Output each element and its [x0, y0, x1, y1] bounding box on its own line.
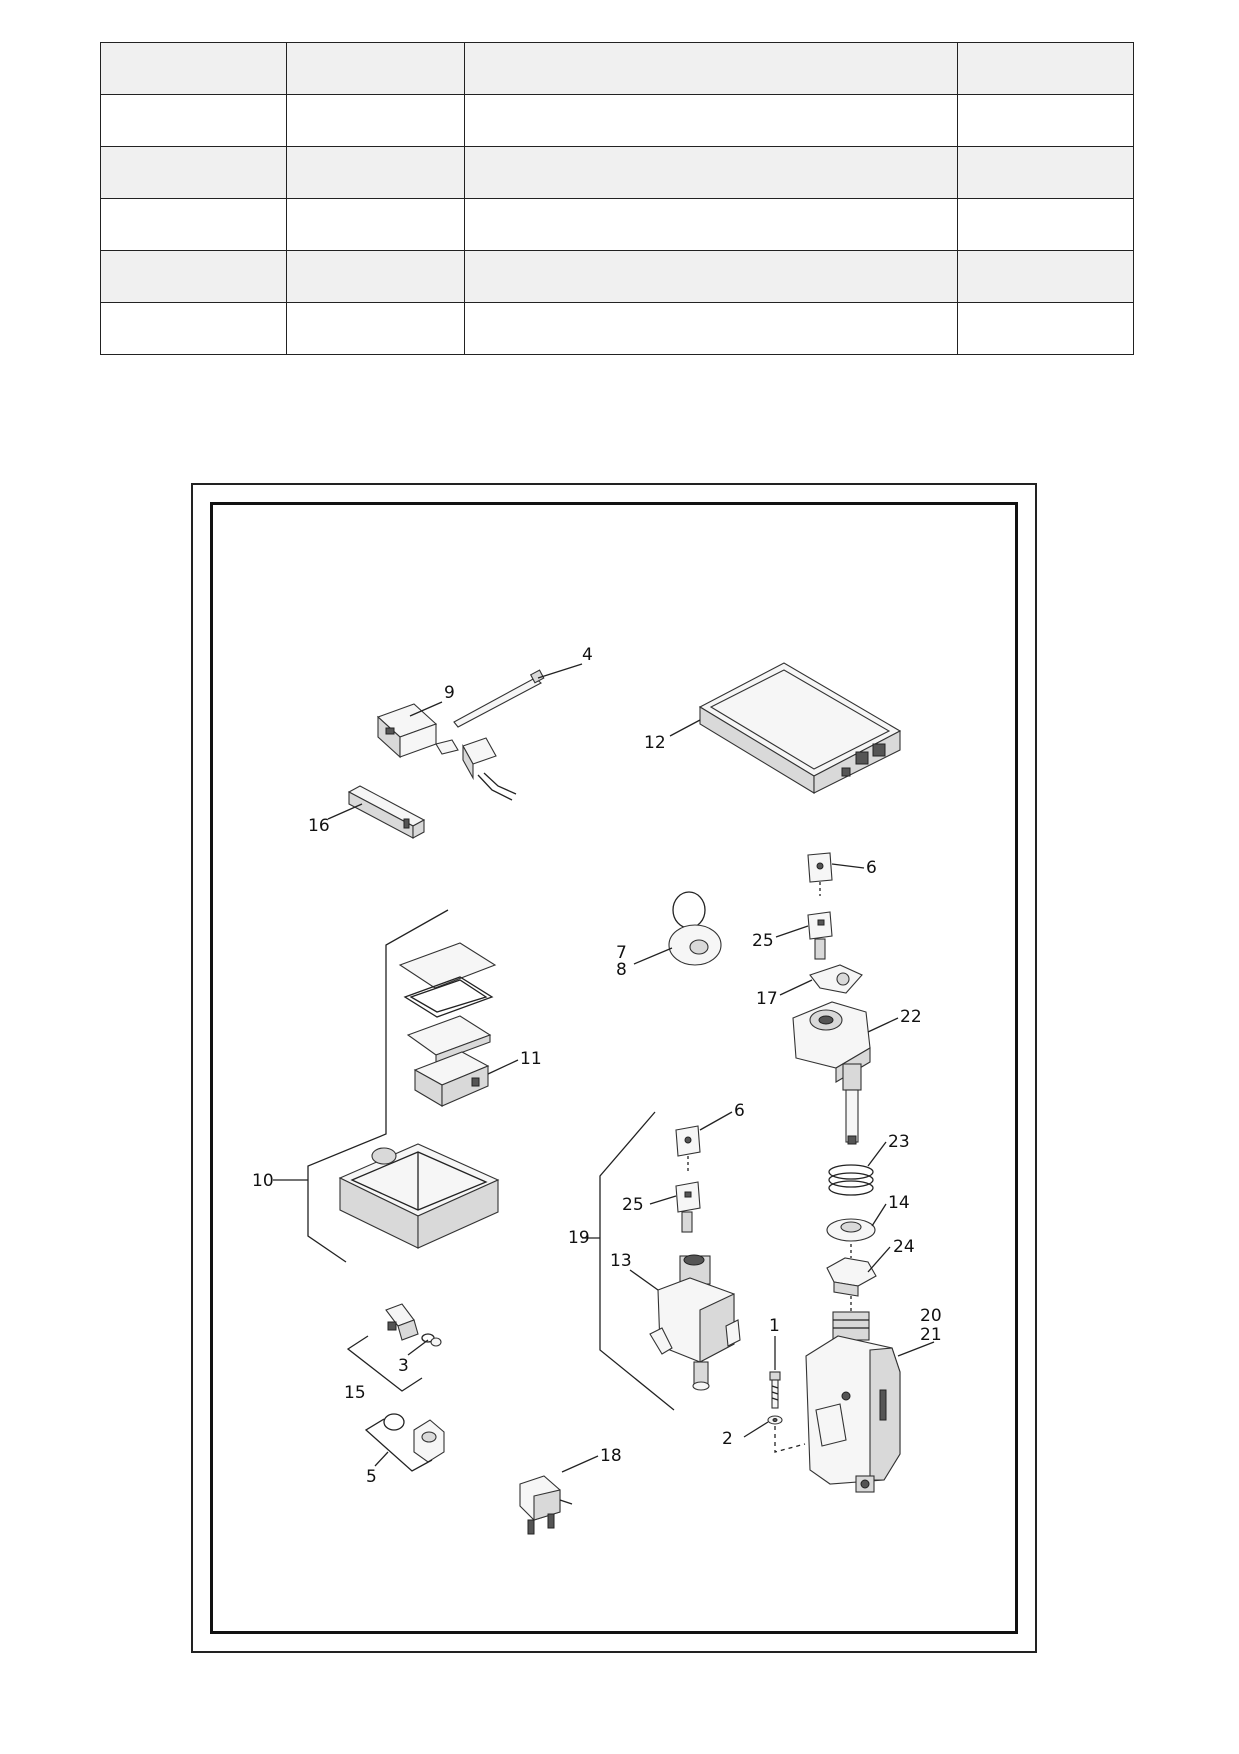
- ecu-drawing: [698, 662, 902, 794]
- callout-14: 14: [888, 1193, 910, 1213]
- leader-lines: [273, 663, 935, 1473]
- cable-tie-drawing: [453, 669, 545, 728]
- callout-16: 16: [308, 816, 330, 836]
- callout-1: 1: [769, 1316, 780, 1336]
- callout-6-lower: 6: [734, 1101, 745, 1121]
- callout-20: 20: [920, 1306, 942, 1326]
- callout-5: 5: [366, 1467, 377, 1487]
- table-cell: [957, 302, 1134, 355]
- table-cell: [100, 42, 287, 95]
- ring-plate-drawing: [809, 964, 863, 994]
- table-cell: [957, 42, 1134, 95]
- table-cell: [957, 146, 1134, 199]
- group-bracket-10: [307, 909, 449, 1263]
- key-plate-drawing-upper: [807, 852, 833, 896]
- group-bracket-19: [599, 1111, 675, 1411]
- table-cell: [286, 302, 465, 355]
- callout-19: 19: [568, 1228, 590, 1248]
- spring-drawing: [828, 1164, 874, 1196]
- lock-body-drawing: [792, 1001, 871, 1145]
- battery-box-drawing: [338, 942, 500, 1249]
- callout-24: 24: [893, 1237, 915, 1257]
- key-drawing-upper: [807, 911, 833, 960]
- group-bracket-15: [346, 1335, 423, 1392]
- callout-18: 18: [600, 1446, 622, 1466]
- group-bracket-5: [364, 1418, 433, 1472]
- callout-11: 11: [520, 1049, 542, 1069]
- diagram-frame-outer: [191, 483, 1037, 1653]
- lock-cylinder-drawing: [649, 1254, 741, 1391]
- bracket-drawing: [347, 785, 426, 839]
- cam-drawing: [826, 1257, 877, 1312]
- table-cell: [100, 250, 287, 303]
- callout-8: 8: [616, 960, 627, 980]
- table-cell: [464, 42, 958, 95]
- ignition-switch-drawing: [805, 1311, 901, 1493]
- callout-15: 15: [344, 1383, 366, 1403]
- seal-drawing: [383, 1413, 445, 1463]
- callout-25-lower: 25: [622, 1195, 644, 1215]
- callout-17: 17: [756, 989, 778, 1009]
- callout-12: 12: [644, 733, 666, 753]
- table-row: [100, 302, 1134, 355]
- table-cell: [286, 198, 465, 251]
- callout-25-upper: 25: [752, 931, 774, 951]
- key-drawing-lower: [675, 1181, 701, 1233]
- diagram-frame-inner: [210, 502, 1018, 1634]
- callout-3: 3: [398, 1356, 409, 1376]
- callout-9: 9: [444, 683, 455, 703]
- connector-drawing: [376, 703, 517, 801]
- parts-table: [100, 42, 1134, 355]
- table-row: [100, 146, 1134, 199]
- callout-4: 4: [582, 645, 593, 665]
- callout-6-upper: 6: [866, 858, 877, 878]
- key-plate-drawing-lower: [675, 1125, 701, 1172]
- ring-drawing: [826, 1218, 876, 1258]
- callout-22: 22: [900, 1007, 922, 1027]
- table-cell: [286, 94, 465, 147]
- callout-10: 10: [252, 1171, 274, 1191]
- callout-21: 21: [920, 1325, 942, 1345]
- sensor-drawing: [385, 1303, 442, 1347]
- table-cell: [464, 250, 958, 303]
- stop-switch-drawing: [519, 1475, 573, 1535]
- table-cell: [286, 146, 465, 199]
- table-row: [100, 198, 1134, 251]
- table-cell: [464, 198, 958, 251]
- table-cell: [957, 94, 1134, 147]
- table-row: [100, 42, 1134, 95]
- callout-13: 13: [610, 1251, 632, 1271]
- key-tag-drawing: [668, 891, 722, 966]
- bolt-drawing: [767, 1371, 806, 1453]
- callout-23: 23: [888, 1132, 910, 1152]
- table-cell: [464, 146, 958, 199]
- callout-2: 2: [722, 1429, 733, 1449]
- table-cell: [464, 302, 958, 355]
- callout-7: 7: [616, 943, 627, 963]
